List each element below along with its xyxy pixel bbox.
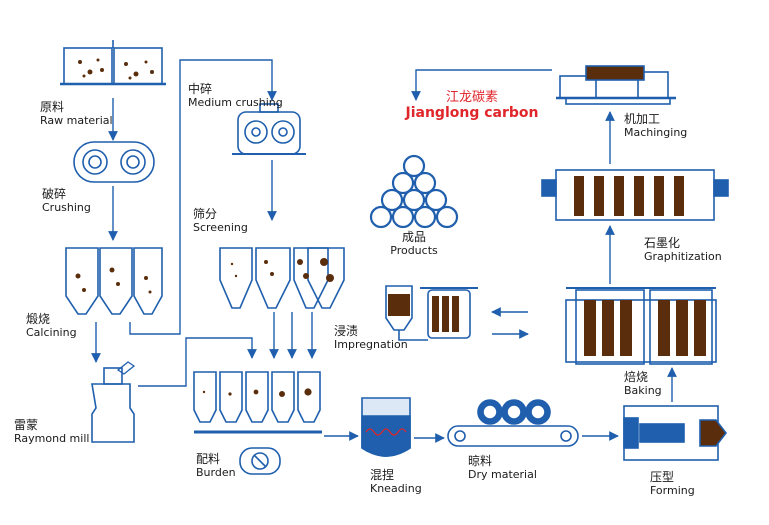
screening-hoppers xyxy=(219,247,345,309)
label-crushing-zh: 破碎 xyxy=(42,187,67,201)
label-kneading-zh: 混捏 xyxy=(370,468,395,482)
label-forming: 压型 Forming xyxy=(650,470,695,497)
raw-material-bins xyxy=(60,40,166,86)
label-machining-en: Machinging xyxy=(624,126,688,139)
label-raymond-mill-en: Raymond mill xyxy=(14,432,90,445)
material-particles xyxy=(75,58,334,397)
label-raw-material-zh: 原料 xyxy=(40,100,65,114)
label-screening-zh: 筛分 xyxy=(193,207,218,221)
label-graphitization: 石墨化 Graphitization xyxy=(644,236,722,263)
label-products: 成品 Products xyxy=(390,230,438,257)
raymond-mill xyxy=(91,361,136,443)
brand-name-zh: 江龙碳素 xyxy=(445,90,499,105)
label-medium-crushing: 中碎 Medium crushing xyxy=(188,82,283,109)
crusher-rollers xyxy=(73,141,155,183)
dry-material-conveyor xyxy=(447,399,579,447)
label-kneading: 混捏 Kneading xyxy=(370,468,422,495)
label-medium-crushing-en: Medium crushing xyxy=(188,96,283,109)
label-kneading-en: Kneading xyxy=(370,482,422,495)
label-screening: 筛分 Screening xyxy=(193,207,248,234)
label-calcining-zh: 煅烧 xyxy=(26,312,51,326)
calcining-hoppers xyxy=(65,247,163,315)
flow-arrows xyxy=(91,59,677,443)
products-stack xyxy=(369,154,459,229)
graphitization-furnace xyxy=(541,169,729,221)
impregnation-vessels xyxy=(385,285,478,341)
label-dry-material: 晾料 Dry material xyxy=(468,454,537,481)
label-machining: 机加工 Machinging xyxy=(624,112,687,139)
label-dry-material-zh: 晾料 xyxy=(468,454,493,468)
label-crushing: 破碎 Crushing xyxy=(42,187,91,214)
burden-hoppers xyxy=(193,371,322,475)
label-machining-zh: 机加工 xyxy=(624,112,661,126)
label-products-en: Products xyxy=(390,244,438,257)
forming-press xyxy=(623,405,728,461)
label-burden-zh: 配料 xyxy=(196,452,221,466)
label-impregnation-en: Impregnation xyxy=(334,338,408,351)
label-calcining: 煅烧 Calcining xyxy=(26,312,77,339)
label-medium-crushing-zh: 中碎 xyxy=(188,82,213,96)
label-raymond-mill: 雷蒙 Raymond mill xyxy=(14,418,89,445)
label-baking-en: Baking xyxy=(624,384,662,397)
label-screening-en: Screening xyxy=(193,221,248,234)
label-burden: 配料 Burden xyxy=(196,452,236,479)
label-forming-zh: 压型 xyxy=(650,470,675,484)
kneading-mixer xyxy=(361,397,411,457)
label-crushing-en: Crushing xyxy=(42,201,91,214)
label-raw-material: 原料 Raw material xyxy=(40,100,113,127)
label-dry-material-en: Dry material xyxy=(468,468,537,481)
label-impregnation-zh: 浸渍 xyxy=(334,324,359,338)
label-graphitization-en: Graphitization xyxy=(644,250,722,263)
baking-furnace xyxy=(565,287,717,365)
label-baking-zh: 焙烧 xyxy=(624,370,649,384)
label-products-zh: 成品 xyxy=(401,230,426,244)
label-raymond-mill-zh: 雷蒙 xyxy=(14,418,39,432)
label-graphitization-zh: 石墨化 xyxy=(644,236,681,250)
label-impregnation: 浸渍 Impregnation xyxy=(334,324,408,351)
label-baking: 焙烧 Baking xyxy=(624,370,662,397)
label-forming-en: Forming xyxy=(650,484,695,497)
brand-logo-text: 江龙碳素 Jianglong carbon xyxy=(406,90,539,122)
label-calcining-en: Calcining xyxy=(26,326,77,339)
label-raw-material-en: Raw material xyxy=(40,114,113,127)
brand-name-en: Jianglong carbon xyxy=(405,105,539,121)
label-burden-en: Burden xyxy=(196,466,236,479)
medium-crusher xyxy=(232,103,306,155)
machining-lathe xyxy=(556,65,676,105)
